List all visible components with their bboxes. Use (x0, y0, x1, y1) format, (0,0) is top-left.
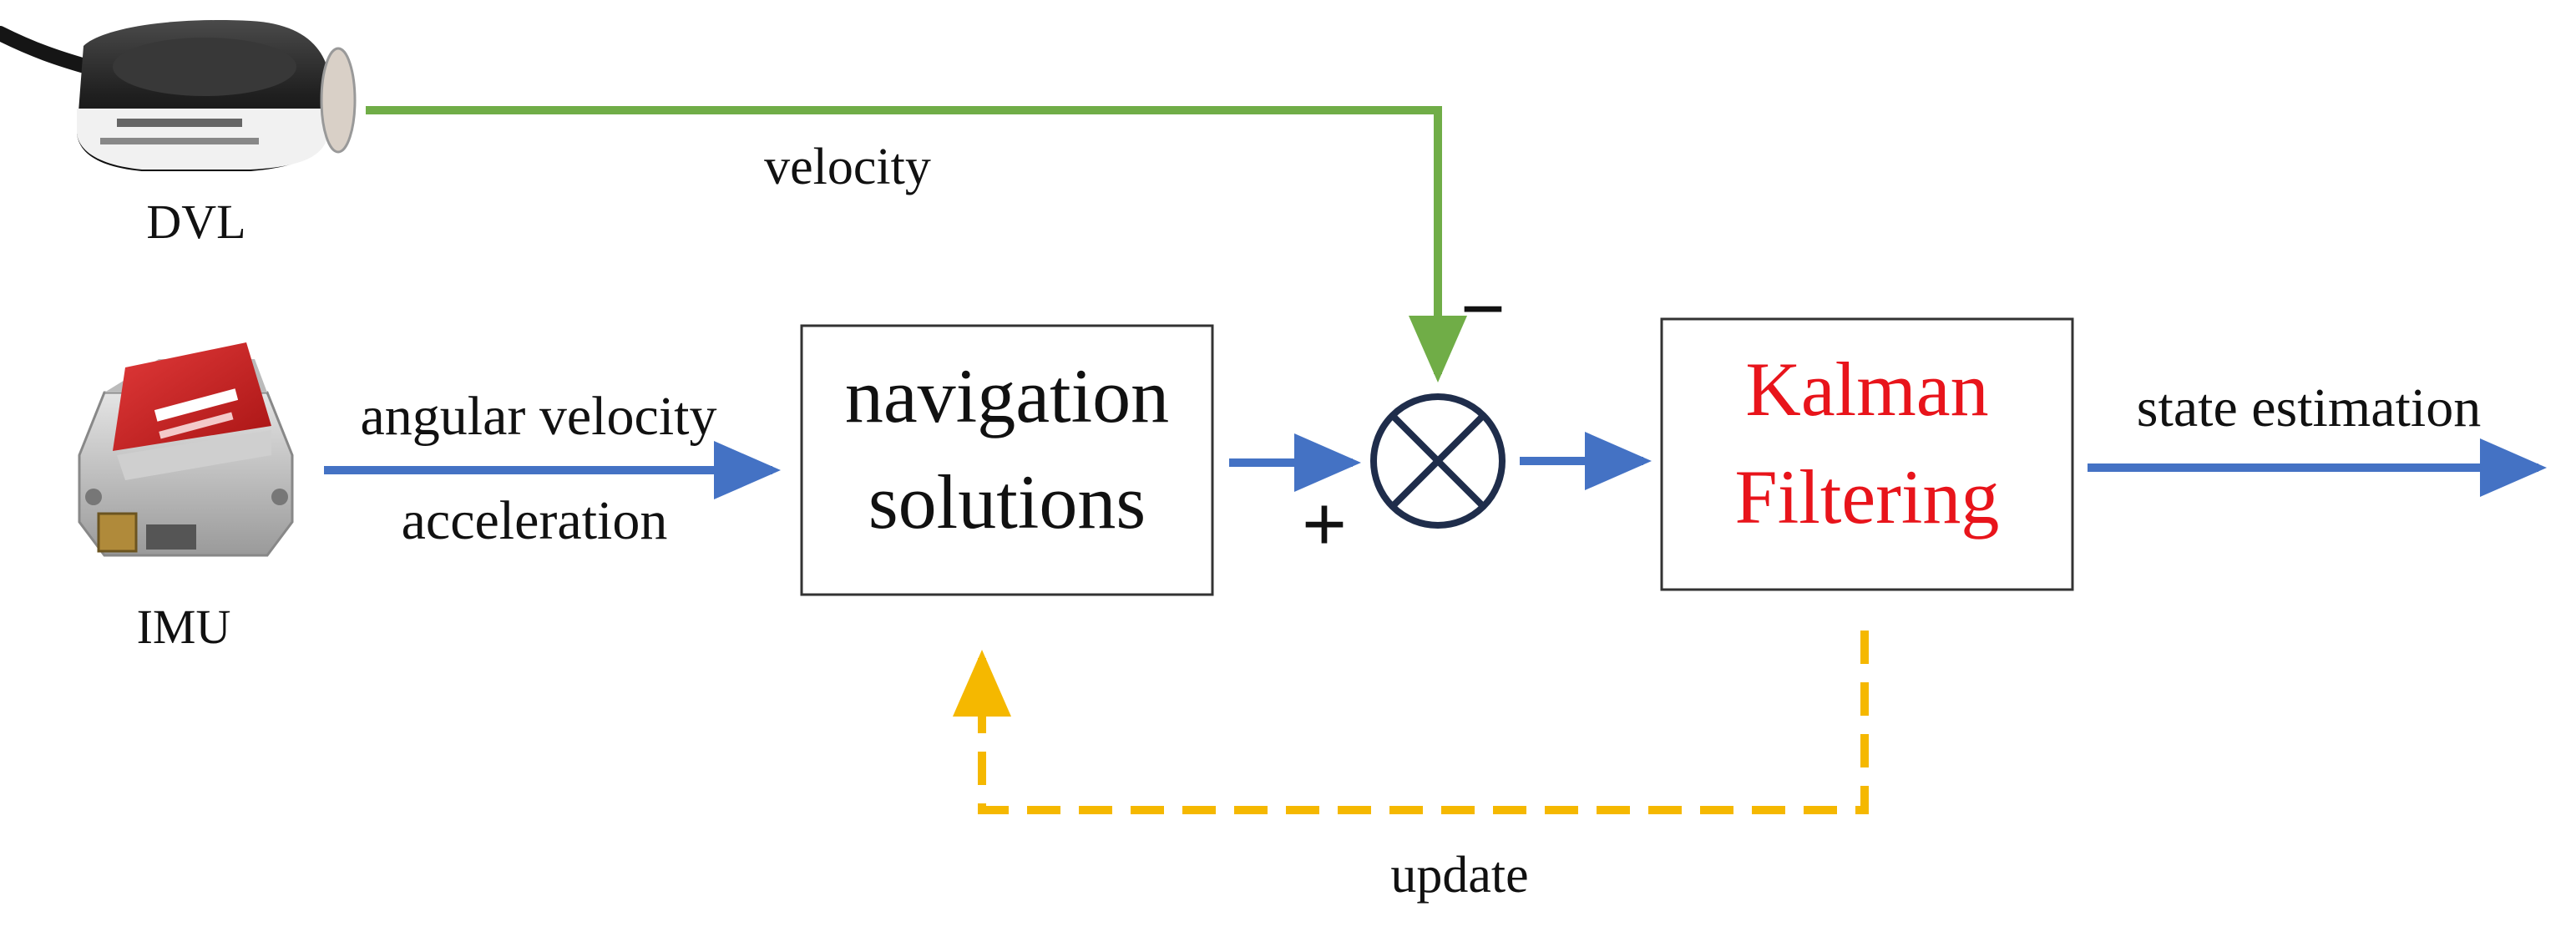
kalman-line1: Kalman (1745, 347, 1988, 432)
dvl-sensor-icon (0, 20, 357, 171)
kalman-line2: Filtering (1735, 454, 2000, 539)
navigation-solutions-block (800, 324, 1214, 596)
navigation-line1: navigation (845, 353, 1169, 438)
summing-junction-icon (1370, 393, 1506, 529)
plus-sign: + (1302, 479, 1348, 569)
kalman-filtering-block (1660, 317, 2074, 591)
velocity-label: velocity (764, 139, 931, 195)
angular-velocity-label: angular velocity (360, 386, 716, 447)
imu-sensor-icon (78, 342, 294, 557)
acceleration-label: acceleration (402, 490, 668, 551)
imu-label: IMU (137, 600, 231, 654)
state-estimation-label: state estimation (2137, 377, 2481, 438)
update-label: update (1390, 847, 1528, 904)
dvl-label: DVL (146, 195, 245, 249)
navigation-line2: solutions (868, 459, 1146, 545)
velocity-arrow (366, 106, 1467, 382)
minus-sign: − (1460, 264, 1506, 353)
update-feedback-arrow (953, 631, 1869, 814)
